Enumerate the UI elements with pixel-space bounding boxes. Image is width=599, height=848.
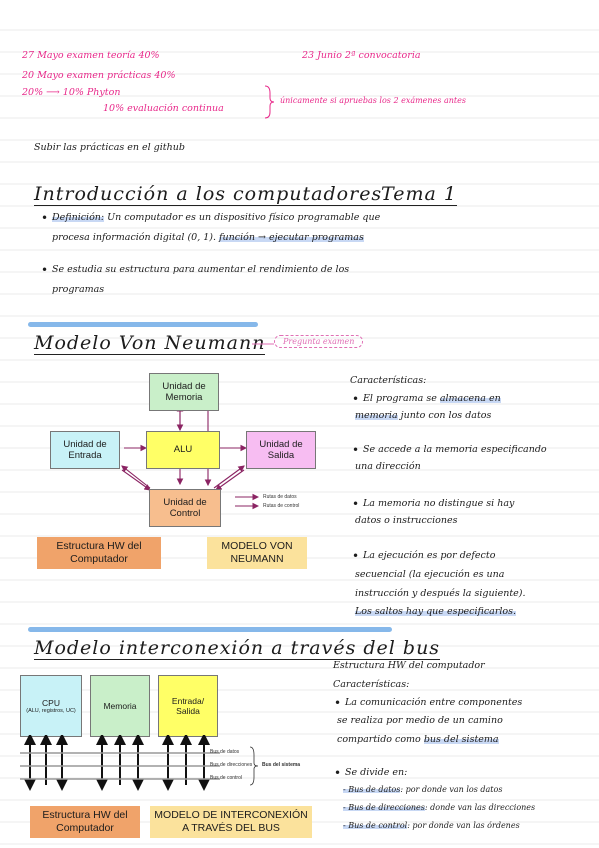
bus-control-desc: - Bus de control: por donde van las órde… — [343, 821, 520, 830]
output-unit-box: Unidad de Salida — [246, 431, 316, 469]
study-line2: programas — [52, 284, 105, 295]
bus-char1-line2: se realiza por medio de un camino — [337, 715, 503, 726]
bus-characteristics-title: Características: — [333, 679, 410, 690]
bus-memory-box: Memoria — [90, 675, 150, 737]
system-bus-label: Bus del sistema — [262, 762, 301, 768]
bus-control-highlight: - Bus de control — [343, 821, 408, 830]
exam-practice-note: 20 Mayo examen prácticas 40% — [22, 70, 176, 81]
char4-highlight: Los saltos hay que especificarlos. — [355, 606, 517, 617]
bus-data-highlight: - Bus de datos — [343, 785, 401, 794]
bus-data-label: Bus de datos — [210, 749, 240, 755]
arrow-right-icon — [252, 343, 274, 345]
tema-label: Tema 1 — [381, 183, 457, 206]
definition-text2: procesa información digital (0, 1). — [52, 232, 220, 243]
bus-char1-line3: compartido como bus del sistema — [337, 734, 499, 745]
bus-char1-text: compartido como — [337, 734, 424, 745]
cpu-sublabel: (ALU, registros, UC) — [26, 707, 76, 714]
legend-control-paths: Rutas de control — [263, 503, 300, 509]
bus-caption-structure: Estructura HW del Computador — [30, 806, 140, 838]
bus-char1-highlight: bus del sistema — [423, 734, 499, 745]
exam-theory-note: 27 Mayo examen teoría 40% — [22, 50, 160, 61]
neumann-char1-line2: memoria junto con los datos — [355, 410, 491, 421]
definition-label: Definición: — [52, 212, 105, 223]
input-unit-box: Unidad de Entrada — [50, 431, 120, 469]
bus-address-highlight: - Bus de direcciones — [343, 803, 425, 812]
control-unit-box: Unidad de Control — [149, 489, 221, 527]
neumann-char4-line3: instrucción y después la siguiente). — [355, 588, 526, 599]
neumann-title: Modelo Von Neumann — [34, 332, 266, 355]
alu-box: ALU — [146, 431, 220, 469]
neumann-char3-line1: La memoria no distingue si hay — [352, 497, 514, 511]
function-highlight: función → ejecutar programas — [219, 232, 364, 243]
bus-caption-model: MODELO DE INTERCONEXIÓN A TRAVÉS DEL BUS — [150, 806, 312, 838]
neumann-characteristics-title: Características: — [350, 375, 427, 386]
exam-question-cloud: Pregunta examen — [274, 335, 364, 348]
bus-address-label: Bus de direcciones — [210, 762, 253, 768]
section-divider-2 — [28, 627, 392, 632]
char1-text: El programa se — [363, 393, 440, 404]
definition-text1: Un computador es un dispositivo físico p… — [104, 212, 381, 223]
char1-text2: junto con los datos — [397, 410, 492, 421]
neumann-char4-line4: Los saltos hay que especificarlos. — [355, 606, 517, 617]
bus-data-desc: - Bus de datos: por donde van los datos — [343, 785, 502, 794]
memory-unit-box: Unidad de Memoria — [149, 373, 219, 411]
definition-line2: procesa información digital (0, 1). func… — [52, 232, 364, 243]
neumann-char1-line1: El programa se almacena en — [352, 392, 501, 406]
neumann-arrows — [121, 400, 260, 510]
github-note: Subir las prácticas en el github — [34, 142, 185, 153]
second-call-note: 23 Junio 2ª convocatoria — [302, 50, 421, 61]
neumann-char4-line1: La ejecución es por defecto — [352, 549, 495, 563]
intro-title: Introducción a los computadores — [34, 183, 383, 206]
bus-title: Modelo interconexión a través del bus — [34, 637, 441, 660]
neumann-char2-line2: una dirección — [355, 461, 421, 472]
brace-note: únicamente si apruebas los 2 exámenes an… — [280, 96, 466, 105]
bus-address-desc: - Bus de direcciones: donde van las dire… — [343, 803, 535, 812]
char1-highlight: almacena en — [439, 393, 501, 404]
section-divider-1 — [28, 322, 258, 327]
bus-control-label: Bus de control — [210, 775, 242, 781]
bus-io-box: Entrada/ Salida — [158, 675, 218, 737]
bus-char1-line1: La comunicación entre componentes — [334, 696, 522, 710]
definition-line1: Definición: Un computador es un disposit… — [41, 211, 381, 225]
neumann-char2-line1: Se accede a la memoria especificando — [352, 443, 547, 457]
neumann-char3-line2: datos o instrucciones — [355, 515, 458, 526]
study-line1: Se estudia su estructura para aumentar e… — [41, 263, 349, 277]
char1-highlight-memory: memoria — [355, 410, 398, 421]
neumann-caption-structure: Estructura HW del Computador — [37, 537, 161, 569]
legend-data-paths: Rutas de datos — [263, 494, 297, 500]
bus-address-text: : donde van las direcciones — [424, 803, 536, 812]
bus-arrows — [20, 735, 259, 791]
cpu-box: CPU (ALU, registros, UC) — [20, 675, 82, 737]
bus-control-text: : por donde van las órdenes — [407, 821, 520, 830]
continuous-eval-note: 10% evaluación continua — [103, 103, 224, 114]
cpu-label: CPU — [42, 697, 60, 708]
python-note: 20% ⟶ 10% Phyton — [22, 87, 121, 98]
bus-divide-title: Se divide en: — [334, 766, 407, 780]
bus-structure-title: Estructura HW del computador — [333, 660, 485, 671]
brace-icon — [264, 85, 275, 119]
neumann-char4-line2: secuencial (la ejecución es una — [355, 569, 505, 580]
neumann-caption-model: MODELO VON NEUMANN — [207, 537, 307, 569]
bus-data-text: : por donde van los datos — [400, 785, 503, 794]
